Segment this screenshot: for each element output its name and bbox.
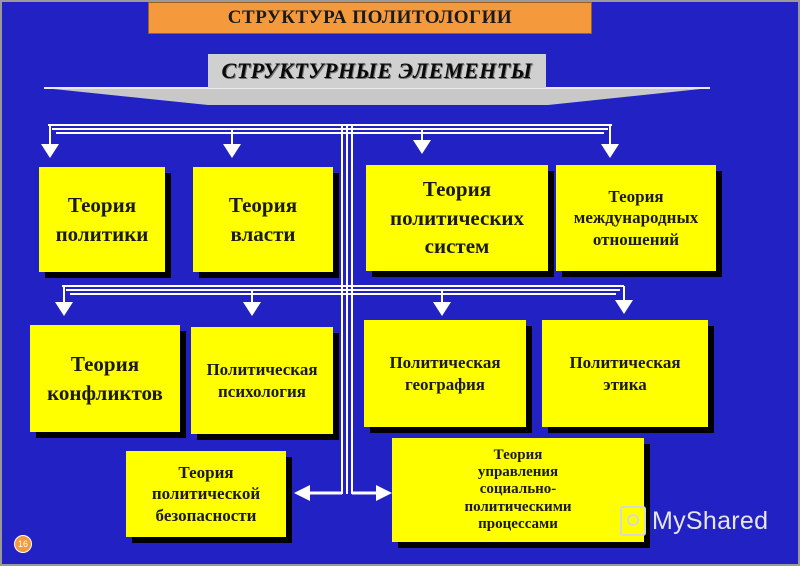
- node-label: Теория власти: [228, 193, 298, 246]
- node-label: Теория политики: [55, 193, 149, 246]
- node-theory-politics: Теория политики: [39, 167, 165, 272]
- arrow-head-left: [294, 485, 310, 501]
- node-theory-power: Теория власти: [193, 167, 333, 272]
- node-label: Теория политических систем: [389, 177, 525, 259]
- node-theory-conflicts: Теория конфликтов: [30, 325, 180, 432]
- arrow-head-mid-3: [433, 302, 451, 316]
- arrow-head-top-1: [41, 144, 59, 158]
- node-label: Теория управления социально- политически…: [464, 446, 572, 532]
- arrow-head-mid-4: [615, 300, 633, 314]
- node-theory-political-security: Теория политической безопасности: [126, 451, 286, 537]
- node-label: Теория конфликтов: [47, 352, 163, 405]
- watermark: MyShared: [620, 506, 768, 536]
- arrow-head-top-2: [223, 144, 241, 158]
- slide-number-badge: 16: [14, 535, 32, 553]
- node-label: Политическая этика: [569, 353, 681, 394]
- node-political-geography: Политическая география: [364, 320, 526, 427]
- page-title: СТРУКТУРА ПОЛИТОЛОГИИ: [227, 7, 513, 28]
- arrow-head-top-4: [601, 144, 619, 158]
- node-label: Теория политической безопасности: [151, 463, 261, 525]
- node-label: Теория международных отношений: [573, 187, 699, 249]
- banner-wedge: [44, 88, 710, 105]
- node-theory-management: Теория управления социально- политически…: [392, 438, 644, 542]
- node-label: Политическая психология: [206, 360, 318, 401]
- node-political-psychology: Политическая психология: [191, 327, 333, 434]
- myshared-logo-icon: [620, 506, 646, 536]
- arrow-head-mid-2: [243, 302, 261, 316]
- arrow-head-mid-1: [55, 302, 73, 316]
- node-theory-political-systems: Теория политических систем: [366, 165, 548, 271]
- watermark-text: MyShared: [652, 506, 769, 535]
- title-banner: СТРУКТУРА ПОЛИТОЛОГИИ: [148, 2, 592, 34]
- subtitle: СТРУКТУРНЫЕ ЭЛЕМЕНТЫ: [221, 58, 533, 83]
- subtitle-banner: СТРУКТУРНЫЕ ЭЛЕМЕНТЫ: [208, 54, 546, 88]
- node-theory-international-relations: Теория международных отношений: [556, 165, 716, 271]
- arrow-head-right: [376, 485, 392, 501]
- node-label: Политическая география: [389, 353, 501, 394]
- arrow-head-top-3: [413, 140, 431, 154]
- node-political-ethics: Политическая этика: [542, 320, 708, 427]
